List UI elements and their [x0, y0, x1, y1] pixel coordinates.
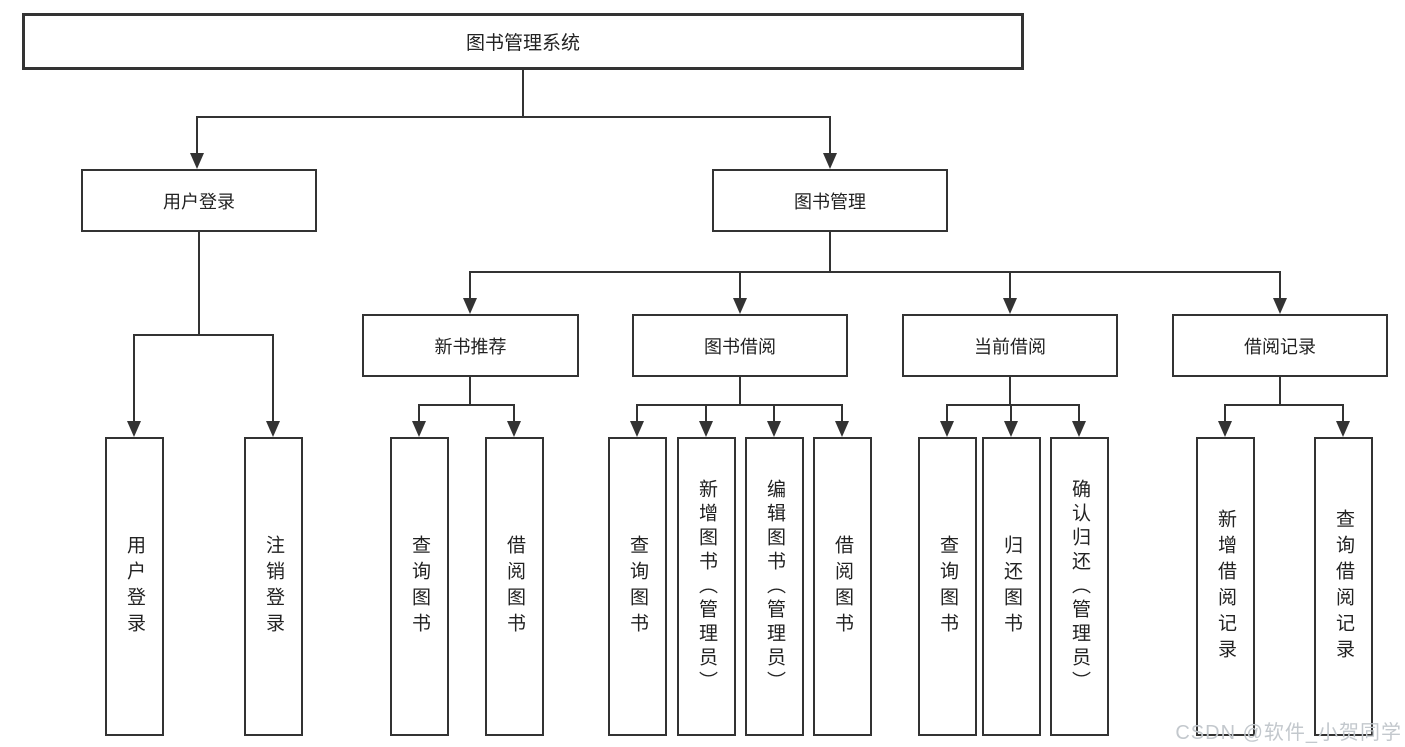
connector-line [469, 271, 471, 298]
connector-line [1224, 404, 1226, 422]
connector-line [1279, 377, 1281, 406]
node-leaf-user-login: 用户登录 [105, 437, 164, 736]
connector-line [133, 334, 274, 336]
leaf-label: 借阅图书 [832, 534, 853, 639]
connector-line [705, 404, 707, 422]
connector-line [1010, 404, 1012, 422]
arrow-down-icon [1336, 421, 1350, 437]
leaf-label: 查询图书 [937, 534, 958, 639]
connector-line [198, 232, 200, 335]
leaf-label: 编辑图书（管理员） [764, 478, 785, 695]
connector-line [636, 404, 843, 406]
node-borrowing-records: 借阅记录 [1172, 314, 1388, 377]
node-leaf-add-books-admin: 新增图书（管理员） [677, 437, 736, 736]
leaf-label: 确认归还（管理员） [1069, 478, 1090, 695]
node-leaf-add-borrow-record: 新增借阅记录 [1196, 437, 1255, 736]
leaf-label: 借阅图书 [504, 534, 525, 639]
node-current-borrowing: 当前借阅 [902, 314, 1118, 377]
connector-line [513, 404, 515, 422]
leaf-label: 归还图书 [1001, 534, 1022, 639]
arrow-down-icon [1004, 421, 1018, 437]
connector-line [739, 377, 741, 406]
connector-line [1279, 271, 1281, 298]
connector-line [418, 404, 420, 422]
connector-line [1009, 377, 1011, 406]
arrow-down-icon [463, 298, 477, 314]
node-leaf-confirm-return-admin: 确认归还（管理员） [1050, 437, 1109, 736]
connector-line [829, 232, 831, 272]
node-user-login: 用户登录 [81, 169, 317, 232]
connector-line [133, 334, 135, 421]
leaf-label: 查询图书 [627, 534, 648, 639]
connector-line [739, 271, 741, 298]
node-book-borrowing: 图书借阅 [632, 314, 848, 377]
node-book-management: 图书管理 [712, 169, 948, 232]
node-leaf-logout: 注销登录 [244, 437, 303, 736]
arrow-down-icon [835, 421, 849, 437]
node-leaf-borrow-books: 借阅图书 [485, 437, 544, 736]
arrow-down-icon [630, 421, 644, 437]
arrow-down-icon [1273, 298, 1287, 314]
arrow-down-icon [940, 421, 954, 437]
csdn-watermark: CSDN @软件_小贺同学 [1175, 722, 1402, 744]
node-leaf-query-books: 查询图书 [390, 437, 449, 736]
node-leaf-query-borrow-record: 查询借阅记录 [1314, 437, 1373, 736]
arrow-down-icon [767, 421, 781, 437]
leaf-label: 新增图书（管理员） [696, 478, 717, 695]
arrow-down-icon [266, 421, 280, 437]
connector-line [272, 334, 274, 421]
leaf-label: 查询图书 [409, 534, 430, 639]
node-leaf-edit-books-admin: 编辑图书（管理员） [745, 437, 804, 736]
connector-line [197, 116, 831, 118]
arrow-down-icon [190, 153, 204, 169]
node-new-book-recommend: 新书推荐 [362, 314, 579, 377]
connector-line [773, 404, 775, 422]
node-leaf-query-books: 查询图书 [608, 437, 667, 736]
node-leaf-query-books: 查询图书 [918, 437, 977, 736]
leaf-label: 新增借阅记录 [1215, 508, 1236, 665]
arrow-down-icon [412, 421, 426, 437]
arrow-down-icon [1072, 421, 1086, 437]
connector-line [469, 271, 1281, 273]
node-leaf-return-books: 归还图书 [982, 437, 1041, 736]
connector-line [946, 404, 1080, 406]
leaf-label: 用户登录 [124, 534, 145, 639]
connector-line [946, 404, 948, 422]
connector-line [829, 116, 831, 153]
arrow-down-icon [127, 421, 141, 437]
node-leaf-borrow-books: 借阅图书 [813, 437, 872, 736]
connector-line [418, 404, 515, 406]
leaf-label: 注销登录 [263, 534, 284, 639]
node-root-library-system: 图书管理系统 [22, 13, 1024, 70]
connector-line [1078, 404, 1080, 422]
connector-line [636, 404, 638, 422]
connector-line [841, 404, 843, 422]
connector-line [522, 70, 524, 117]
connector-line [196, 116, 198, 153]
connector-line [1009, 271, 1011, 298]
leaf-label: 查询借阅记录 [1333, 508, 1354, 665]
arrow-down-icon [1218, 421, 1232, 437]
arrow-down-icon [507, 421, 521, 437]
connector-line [1342, 404, 1344, 422]
arrow-down-icon [823, 153, 837, 169]
connector-line [469, 377, 471, 406]
arrow-down-icon [699, 421, 713, 437]
connector-line [1224, 404, 1344, 406]
arrow-down-icon [1003, 298, 1017, 314]
arrow-down-icon [733, 298, 747, 314]
